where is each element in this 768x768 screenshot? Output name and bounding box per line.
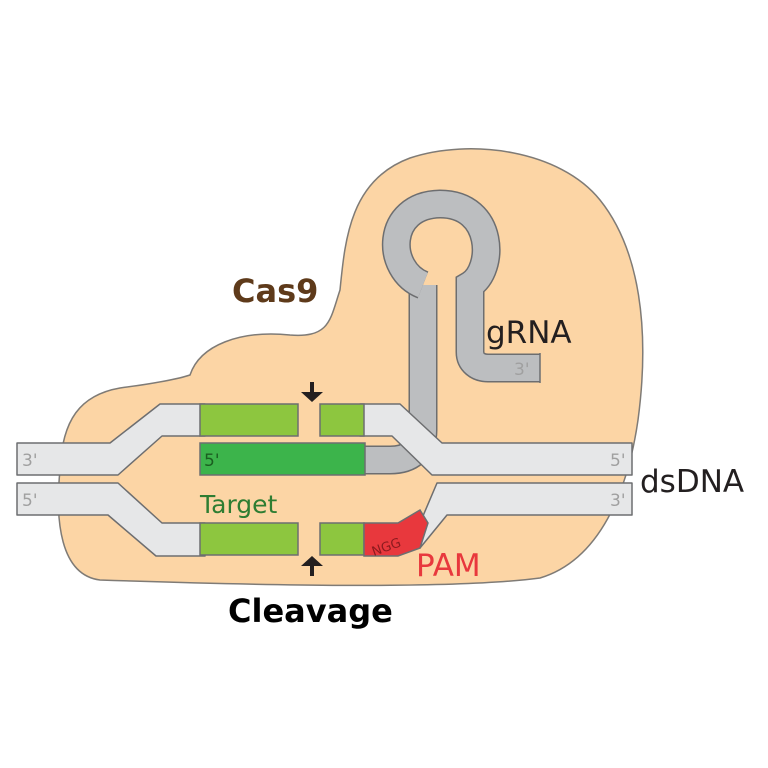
cas9-label: Cas9 bbox=[232, 272, 318, 310]
pam-block bbox=[363, 508, 429, 557]
target-bottom-left-block bbox=[199, 522, 299, 556]
dna-top-strand-right bbox=[359, 403, 633, 476]
target-bottom-right-block bbox=[319, 522, 365, 556]
bottom-left-end-label: 5' bbox=[22, 491, 38, 511]
grna-loop-fill bbox=[383, 190, 540, 381]
dsdna-label: dsDNA bbox=[640, 464, 744, 500]
target-label: Target bbox=[199, 490, 278, 519]
cleavage-arrow-bottom-icon bbox=[301, 556, 323, 576]
bottom-right-end-label: 3' bbox=[610, 491, 626, 511]
target-top-right-block bbox=[319, 403, 365, 437]
grna-label: gRNA bbox=[486, 315, 572, 351]
grna-spacer bbox=[199, 442, 366, 476]
cleavage-label: Cleavage bbox=[228, 592, 393, 630]
grna-start-label: 5' bbox=[204, 451, 220, 471]
top-right-end-label: 5' bbox=[610, 451, 626, 471]
dna-bottom-strand bbox=[16, 482, 206, 557]
pam-label: PAM bbox=[416, 548, 481, 584]
grna-end-label: 3' bbox=[514, 360, 530, 380]
cleavage-arrow-top-icon bbox=[301, 382, 323, 402]
top-left-end-label: 3' bbox=[22, 451, 38, 471]
target-top-left-block bbox=[199, 403, 299, 437]
